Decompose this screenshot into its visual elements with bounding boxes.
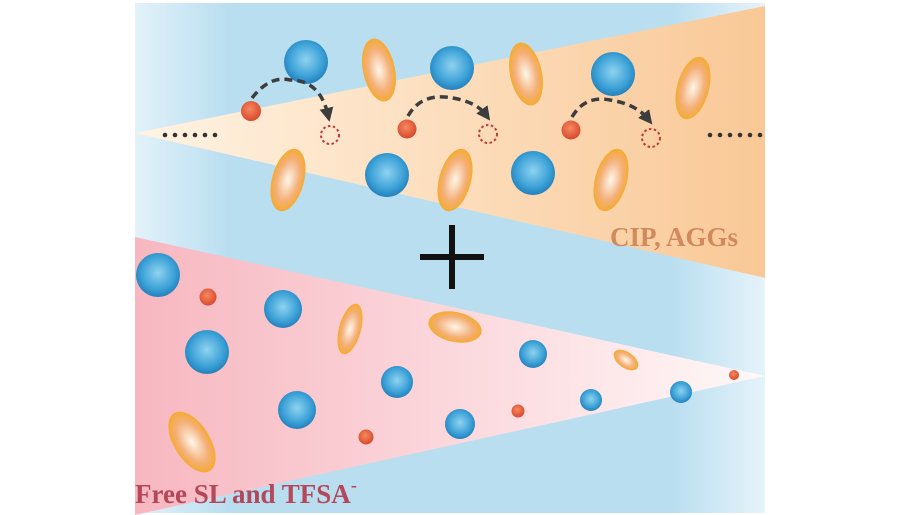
chain-dots-right [707, 132, 763, 138]
hopping-arrows [250, 77, 653, 125]
lithium-ions-free [199, 288, 739, 445]
cation-spheres-free [136, 253, 692, 439]
chain-dots-left [162, 132, 218, 138]
cation-spheres-top [284, 40, 635, 197]
free-label-superscript: - [351, 475, 357, 495]
anion-ellipses-top [270, 38, 711, 212]
cip-aggs-label: CIP, AGGs [610, 222, 738, 252]
free-label-main: Free SL and TFSA [135, 479, 351, 509]
vacancy-circles [320, 124, 661, 148]
anion-ellipses-free [168, 303, 639, 473]
plus-sign [420, 225, 484, 289]
free-sl-tfsa-label: Free SL and TFSA- [135, 475, 357, 509]
lithium-ions-top [241, 101, 581, 140]
